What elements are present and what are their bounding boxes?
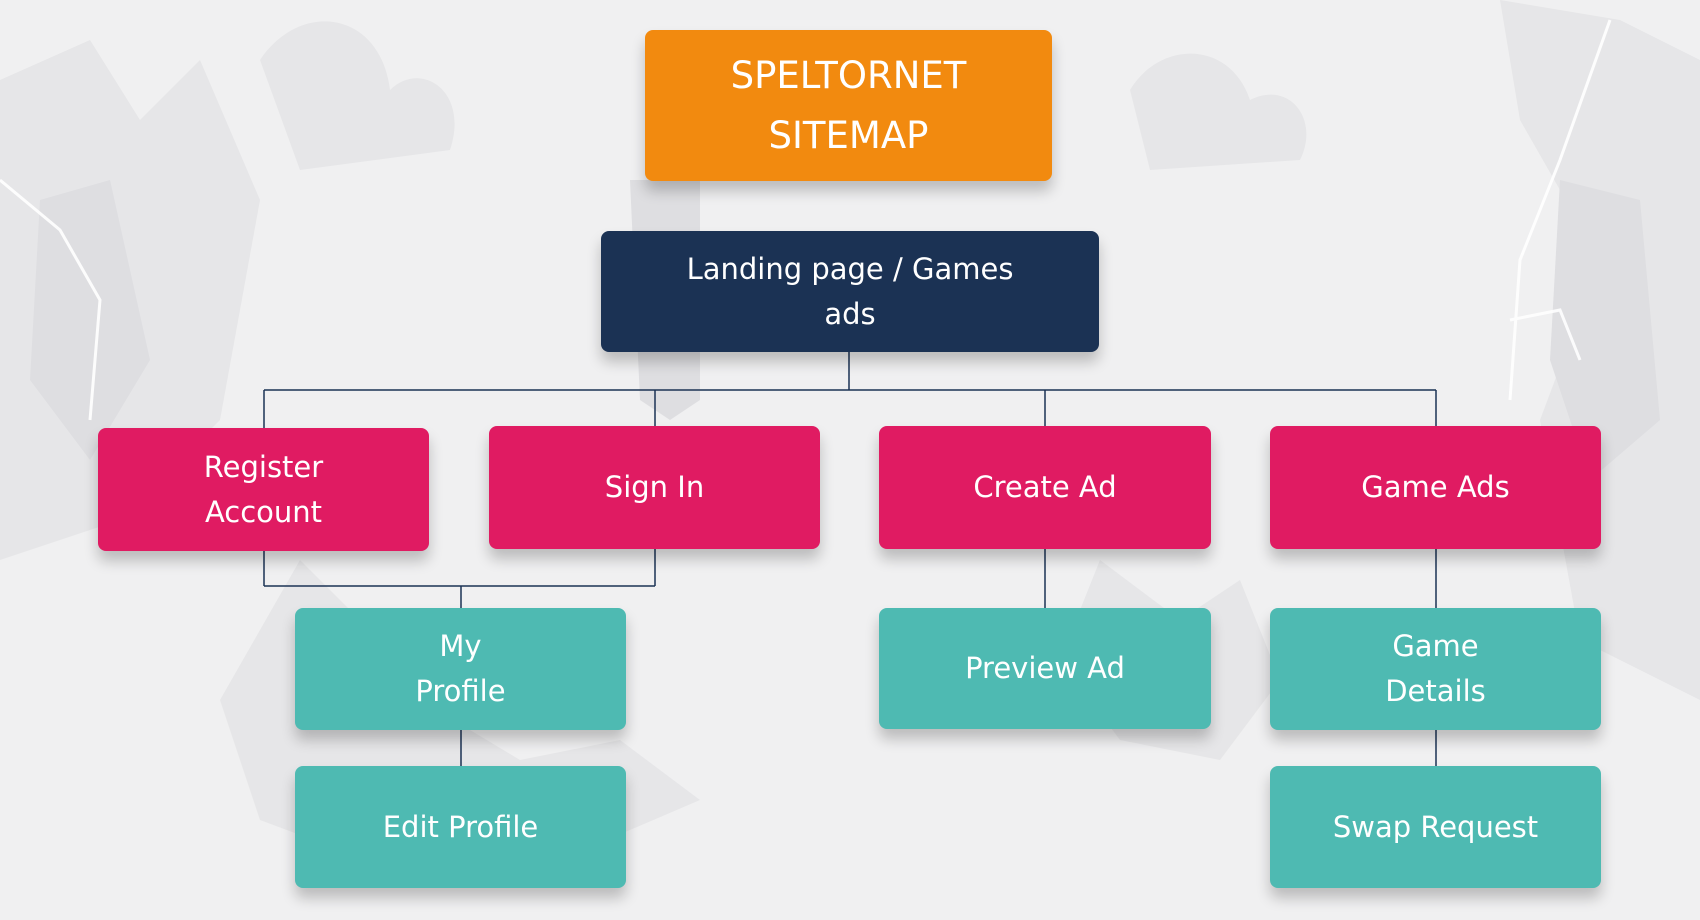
game-details-label: Game Details — [1385, 629, 1486, 708]
game-ads-node: Game Ads — [1270, 426, 1601, 549]
landing-page-label: Landing page / Games ads — [686, 251, 1014, 331]
edit-profile-node: Edit Profile — [295, 766, 626, 888]
my-profile-node: My Profile — [295, 608, 626, 730]
sitemap-title: SPELTORNET SITEMAP — [645, 30, 1052, 181]
create-ad-label: Create Ad — [973, 470, 1117, 505]
game-ads-label: Game Ads — [1361, 470, 1510, 505]
register-account-node: Register Account — [98, 428, 429, 551]
preview-ad-node: Preview Ad — [879, 608, 1211, 729]
game-details-node: Game Details — [1270, 608, 1601, 730]
my-profile-label: My Profile — [415, 629, 506, 708]
sign-in-node: Sign In — [489, 426, 820, 549]
swap-request-node: Swap Request — [1270, 766, 1601, 888]
register-account-label: Register Account — [203, 449, 324, 529]
sitemap-title-text: SPELTORNET SITEMAP — [730, 54, 967, 157]
landing-page-node: Landing page / Games ads — [601, 231, 1099, 352]
edit-profile-label: Edit Profile — [382, 809, 539, 844]
swap-request-label: Swap Request — [1332, 809, 1539, 844]
preview-ad-label: Preview Ad — [965, 651, 1125, 686]
create-ad-node: Create Ad — [879, 426, 1211, 549]
sign-in-label: Sign In — [604, 470, 705, 505]
